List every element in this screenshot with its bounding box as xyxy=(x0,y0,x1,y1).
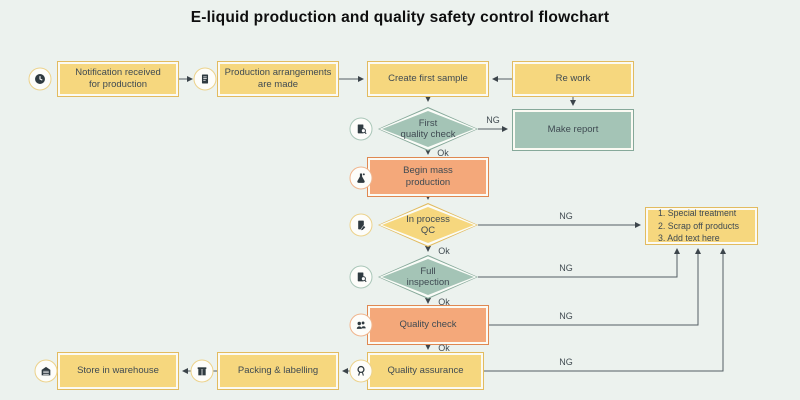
node-rework: Re work xyxy=(512,61,634,97)
node-label: Full inspection xyxy=(406,265,450,288)
flask-icon xyxy=(349,166,373,190)
node-label: Store in warehouse xyxy=(77,365,159,377)
node-warehouse: Store in warehouse xyxy=(57,352,179,390)
node-quality-assurance: Quality assurance xyxy=(367,352,484,390)
edge-label-ok: Ok xyxy=(438,343,450,353)
node-label: Production arrangements are made xyxy=(224,67,332,90)
inspect-document-icon xyxy=(349,117,373,141)
node-label: Notification received for production xyxy=(75,67,161,90)
node-quality-check: Quality check xyxy=(367,305,489,345)
edge-label-ok: Ok xyxy=(438,297,450,307)
edge-quality-assurance-ng-note xyxy=(483,248,726,372)
node-label: Make report xyxy=(547,124,599,136)
edge-label-ng: NG xyxy=(559,211,573,221)
package-icon xyxy=(190,359,214,383)
node-label: Quality assurance xyxy=(387,365,464,377)
side-note-item: 2. Scrap off products xyxy=(658,220,740,231)
side-note-item: 3. Add text here xyxy=(658,233,720,244)
inspect-document-icon xyxy=(349,265,373,289)
node-create-sample: Create first sample xyxy=(367,61,489,97)
edge-label-ok: Ok xyxy=(438,246,450,256)
warehouse-icon xyxy=(34,359,58,383)
node-notification: Notification received for production xyxy=(57,61,179,97)
node-label: Create first sample xyxy=(388,73,468,85)
node-packing: Packing & labelling xyxy=(217,352,339,390)
side-note-item: 1. Special treatment xyxy=(658,207,737,218)
edge-full-inspection-ng-note xyxy=(478,248,680,278)
edge-label-ng: NG xyxy=(559,311,573,321)
page-title: E-liquid production and quality safety c… xyxy=(190,9,610,26)
edge-quality-check-ng-note xyxy=(488,248,701,326)
node-first-quality-check: First quality check xyxy=(378,107,478,151)
edge-label-ok: Ok xyxy=(437,148,449,158)
node-label: First quality check xyxy=(400,117,456,140)
node-full-inspection: Full inspection xyxy=(378,255,478,299)
node-label: Quality check xyxy=(399,319,457,331)
edge-label-ng: NG xyxy=(559,357,573,367)
award-icon xyxy=(349,359,373,383)
edge-label-ng: NG xyxy=(559,263,573,273)
node-side-note: 1. Special treatment 2. Scrap off produc… xyxy=(645,207,758,245)
node-label: Packing & labelling xyxy=(237,365,319,377)
clock-icon xyxy=(28,67,52,91)
node-in-process-qc: In process QC xyxy=(378,203,478,247)
node-label: Re work xyxy=(555,73,591,85)
node-label: Begin mass production xyxy=(403,165,453,188)
node-label: In process QC xyxy=(406,213,450,236)
node-arrangements: Production arrangements are made xyxy=(217,61,339,97)
node-make-report: Make report xyxy=(512,109,634,151)
edge-label-ng: NG xyxy=(486,115,500,125)
document-icon xyxy=(193,67,217,91)
people-icon xyxy=(349,313,373,337)
node-mass-production: Begin mass production xyxy=(367,157,489,197)
clipboard-pen-icon xyxy=(349,213,373,237)
